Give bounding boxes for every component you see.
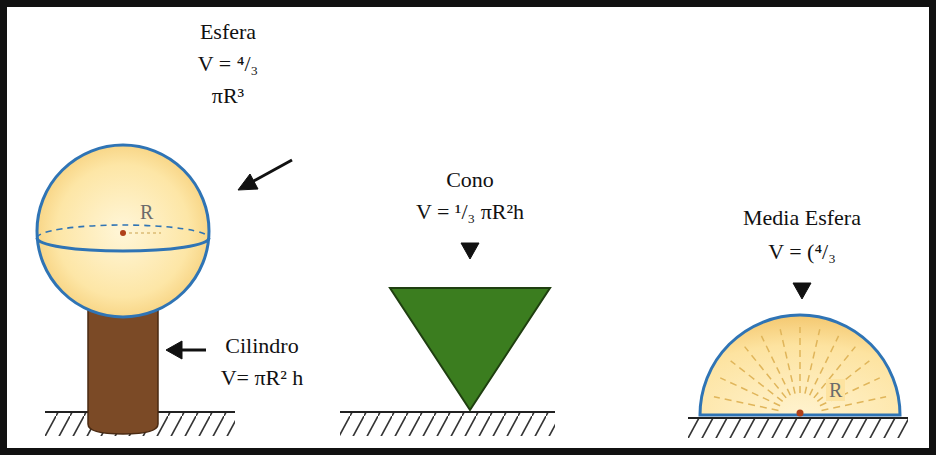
shape-outline: [698, 313, 902, 417]
hemisphere-shape: R: [698, 313, 902, 417]
radius-label: R: [826, 379, 845, 401]
shape-name: Cilindro: [225, 330, 298, 362]
pointer-arrows: [166, 160, 811, 359]
cone-shape: [390, 288, 550, 410]
volume-formula: V = ⁴/₃ πR³: [182, 48, 274, 112]
volume-formula: V = ¹/₃ πR²h: [416, 196, 524, 228]
shape-outline: [33, 141, 213, 321]
shape-name: Esfera: [200, 16, 256, 48]
volume-formula: V= πR² h: [221, 362, 304, 394]
shape-name: Cono: [446, 164, 494, 196]
radius-label: R: [137, 201, 156, 223]
sphere-shape: R: [33, 141, 213, 321]
cylinder-shape: [88, 310, 158, 434]
volume-formula: V = (⁴/₃: [768, 236, 836, 268]
shape-name: Media Esfera: [743, 202, 861, 234]
